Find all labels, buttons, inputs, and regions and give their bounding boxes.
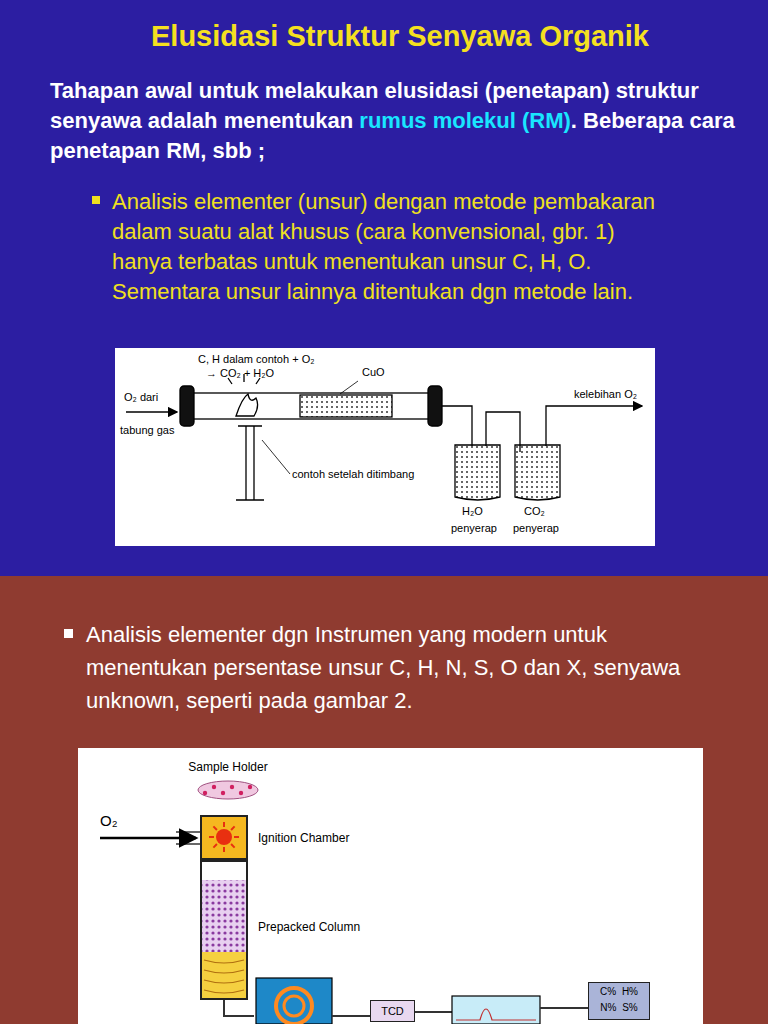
bullet-square <box>92 196 100 204</box>
bullet-square <box>64 629 73 638</box>
part-label: H₂O <box>462 505 502 518</box>
flame-icon <box>202 817 246 858</box>
part-label: penyerap <box>451 522 511 535</box>
node-label: Prepacked Column <box>258 920 360 934</box>
ignition-chamber: Ignition Chamber <box>200 815 248 860</box>
part-label: tabung gas <box>120 424 190 437</box>
node-label: TCD <box>371 1001 414 1022</box>
bullet-text: Analisis elementer (unsur) dengan metode… <box>112 187 672 307</box>
part-label: CuO <box>362 366 402 379</box>
node-label: C% H% N% S% <box>589 983 649 1017</box>
combustion-apparatus <box>126 374 642 500</box>
intro-paragraph: Tahapan awal untuk melakukan elusidasi (… <box>50 76 750 166</box>
elemental-analyzer <box>100 832 588 1024</box>
figure-1-panel <box>115 348 655 546</box>
detector-box: TCD <box>370 1000 415 1022</box>
prepacked-column: Prepacked Column <box>200 860 248 1000</box>
reaction-label: → CO₂ + H₂O <box>206 367 326 380</box>
sample-holder: Sample Holder <box>178 760 278 808</box>
bullet-text: Analisis elementer dgn Instrumen yang mo… <box>86 618 716 717</box>
node-label: Ignition Chamber <box>258 831 349 845</box>
part-label: CO₂ <box>524 505 564 518</box>
part-label: O₂ dari <box>124 391 184 404</box>
gas-label: O₂ <box>100 812 140 830</box>
node-label: Sample Holder <box>178 760 278 774</box>
part-label: penyerap <box>513 522 573 535</box>
sample-tray <box>193 778 263 802</box>
result-box: C% H% N% S% <box>588 982 650 1020</box>
part-label: kelebihan O₂ <box>574 388 654 401</box>
part-label: contoh setelah ditimbang <box>292 468 452 481</box>
highlight-term: rumus molekul (RM) <box>359 108 570 133</box>
figure-label: C, H dalam contoh + O₂ <box>198 353 378 366</box>
slide-title: Elusidasi Struktur Senyawa Organik <box>0 20 768 53</box>
